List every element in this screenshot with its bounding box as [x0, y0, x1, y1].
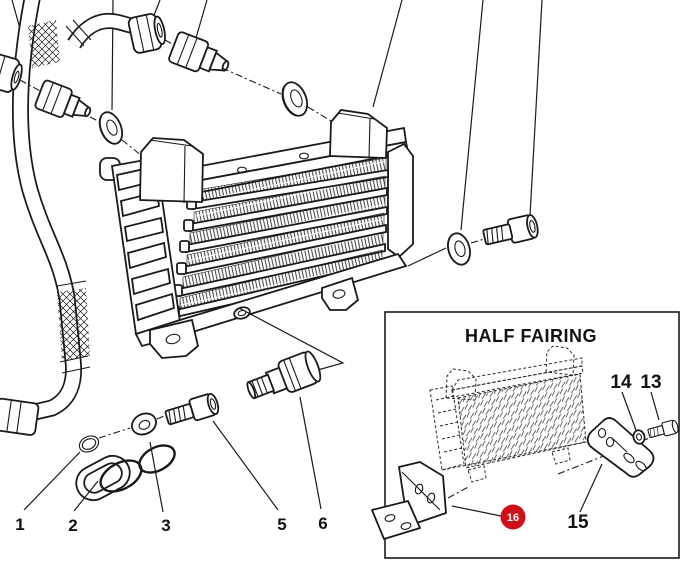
leader-2 [73, 480, 99, 512]
hose-braid-texture [28, 20, 90, 362]
leader-14 [621, 391, 637, 431]
part-callout-5[interactable]: 5 [277, 515, 286, 534]
washer-upper-left [98, 111, 124, 145]
left-edge-fitting [0, 53, 23, 93]
union-fitting-b [168, 31, 230, 73]
pointer-to-fitting [238, 307, 345, 372]
washer-upper-right [281, 81, 309, 117]
union-outlet-fitting [246, 350, 322, 400]
axis-dash-a3 [121, 139, 143, 157]
grommet-pad [75, 454, 131, 502]
axis-dash-a2 [89, 116, 99, 122]
union-nut [127, 13, 166, 54]
part-callout-14[interactable]: 14 [610, 372, 632, 393]
screw-right [482, 214, 539, 246]
leader-13 [650, 391, 660, 421]
part-callout-3[interactable]: 3 [161, 516, 170, 535]
part-callout-15[interactable]: 15 [567, 512, 589, 533]
leader-3 [149, 441, 164, 513]
washer-right [447, 232, 471, 266]
axis-dash-right [470, 238, 485, 244]
axis-dash-a1 [19, 79, 43, 93]
cooler-louver-frame [99, 156, 182, 336]
cooler-outlet-port [233, 306, 251, 320]
cooler-foot-left [149, 318, 200, 359]
leader-15 [579, 463, 603, 513]
axis-dash-b3 [307, 106, 337, 125]
inset-title: HALF FAIRING [465, 326, 597, 346]
oil-cooler [99, 109, 414, 359]
highlight-badge[interactable]: 16 [500, 504, 526, 530]
axis-dash-bottom2 [156, 415, 165, 420]
screw-bottom [164, 392, 220, 426]
washer-bottom [131, 412, 157, 436]
leader-6 [299, 396, 322, 510]
part-callout-1[interactable]: 1 [15, 515, 24, 534]
part-callout-13[interactable]: 13 [640, 372, 661, 393]
bracket-right [586, 417, 655, 478]
o-ring [78, 435, 100, 453]
hose-elbow-end [65, 13, 139, 49]
inset-ghost-cooler [429, 345, 587, 483]
cooler-tab-left [139, 137, 204, 204]
axis-dash-bottom1 [98, 427, 131, 439]
part-callout-6[interactable]: 6 [318, 514, 327, 533]
oil-hose [0, 0, 139, 436]
axis-dash-b2 [221, 67, 282, 95]
axis-line-right [407, 247, 447, 267]
bracket-left [371, 461, 447, 540]
leader-1 [23, 451, 81, 511]
leader-5 [212, 420, 279, 511]
highlight-badge-circle[interactable] [500, 504, 526, 530]
inset-washer [632, 429, 646, 445]
inset-dash-left [447, 485, 471, 499]
hose-crimp-collars [56, 280, 91, 374]
cooler-foot-right [321, 276, 360, 311]
union-fitting-a [34, 79, 92, 118]
cooler-core [169, 157, 389, 319]
bottom-callouts: 1 2 3 5 6 [15, 396, 328, 535]
hose-ferrule [0, 397, 40, 436]
inset-screw [647, 419, 679, 439]
part-callout-16[interactable]: 16 [507, 512, 519, 524]
part-callout-2[interactable]: 2 [68, 516, 77, 535]
cooler-tab-right [329, 109, 388, 159]
inset-half-fairing: HALF FAIRING [371, 311, 680, 559]
leader-16 [451, 505, 502, 517]
